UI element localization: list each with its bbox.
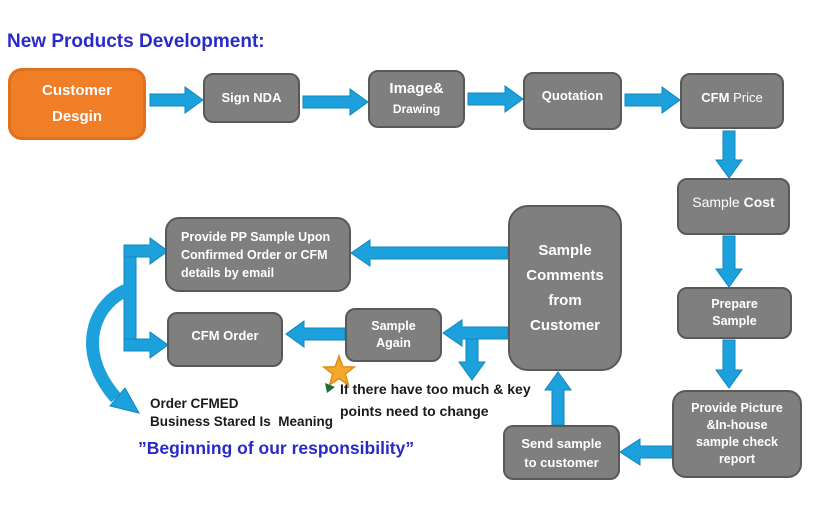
bracket-arrow-to-providepp-icon (123, 237, 169, 265)
change-note-line: points need to change (340, 402, 489, 419)
arrow-customer-to-signnda-icon (149, 86, 204, 114)
node-label: report (718, 452, 756, 466)
node-provide-pp-sample: Provide PP Sample Upon Confirmed Order o… (165, 217, 351, 292)
node-cfm-price: CFM Price (680, 73, 784, 129)
node-provide-picture-report: Provide Picture &In-house sample check r… (672, 390, 802, 478)
node-sample-again: Sample Again (345, 308, 442, 362)
curved-arrow-to-order-note-icon (86, 281, 135, 403)
node-label: from (548, 292, 582, 309)
arrow-samplecomments-to-providepp-icon (350, 239, 509, 267)
arrow-sendsample-to-samplecomments-icon (544, 371, 572, 426)
bracket-vertical-bar-icon (123, 244, 137, 352)
node-label: CFM Order (191, 327, 259, 343)
node-label: Sign NDA (221, 90, 282, 105)
node-label-strong: Cost (743, 193, 775, 210)
node-label: Customer (529, 317, 600, 334)
arrow-cfmprice-to-samplecost-icon (715, 130, 743, 179)
node-label: Sample (371, 319, 416, 333)
change-note-line: If there have too much & key (340, 381, 531, 397)
node-quotation: Quotation (523, 72, 622, 130)
order-note-line: Business Stared Is Meaning (150, 413, 334, 429)
node-cfm-order: CFM Order (167, 312, 283, 367)
order-note-line: Order CFMED (150, 396, 239, 411)
node-sample-comments: Sample Comments from Customer (508, 205, 622, 371)
change-note: If there have too much & key points need… (340, 379, 531, 422)
node-image-drawing: Image& Drawing (368, 70, 465, 128)
node-send-sample: Send sample to customer (503, 425, 620, 480)
node-label: Image& (389, 80, 444, 97)
node-label: Sample (538, 242, 592, 259)
node-label: Prepare (711, 297, 758, 311)
responsibility-note: ”Beginning of our responsibility” (138, 438, 415, 458)
node-label: to customer (524, 454, 599, 470)
node-label-normal: Sample (692, 193, 744, 210)
node-label: Comments (526, 267, 604, 284)
order-note: Order CFMED Business Stared Is Meaning (150, 395, 333, 430)
node-sign-nda: Sign NDA (203, 73, 300, 123)
node-label: Customer (41, 82, 112, 99)
arrow-samplecost-to-preparesample-icon (715, 235, 743, 288)
page-title: New Products Development: (7, 31, 265, 52)
node-label: Sample (712, 314, 757, 328)
node-label: &In-house (706, 418, 768, 432)
arrow-providepicture-to-sendsample-icon (619, 438, 673, 466)
node-label-normal: Price (729, 90, 763, 105)
node-label: CFM Price (701, 89, 762, 107)
node-label: sample check (696, 435, 778, 449)
arrow-sampleagain-to-cfmorder-icon (285, 320, 346, 348)
bracket-arrow-to-cfmorder-icon (123, 331, 169, 359)
node-prepare-sample: Prepare Sample (677, 287, 792, 339)
curved-arrow-head-icon (109, 387, 140, 414)
node-customer-design: Customer Desgin (8, 68, 146, 140)
node-label: Confirmed Order or CFM (181, 247, 328, 262)
arrow-branch-to-change-note-icon (458, 338, 486, 381)
node-sample-cost: Sample Cost (677, 178, 790, 235)
arrow-samplecomments-to-sampleagain-icon (442, 319, 509, 347)
node-label: Drawing (392, 102, 441, 116)
node-label: Send sample (521, 435, 602, 451)
node-label: Quotation (541, 88, 604, 103)
arrow-image-to-quotation-icon (467, 85, 524, 113)
node-label-strong: CFM (701, 90, 730, 105)
node-label: Provide Picture (691, 401, 783, 415)
arrow-preparesample-to-providepicture-icon (715, 339, 743, 389)
node-label: Sample Cost (692, 193, 774, 211)
node-label: Desgin (51, 108, 102, 125)
node-label: Again (376, 336, 411, 350)
arrow-quotation-to-cfmprice-icon (624, 86, 681, 114)
arrow-signnda-to-image-icon (302, 88, 369, 116)
node-label: Provide PP Sample Upon (181, 229, 331, 244)
node-label: details by email (181, 265, 275, 280)
